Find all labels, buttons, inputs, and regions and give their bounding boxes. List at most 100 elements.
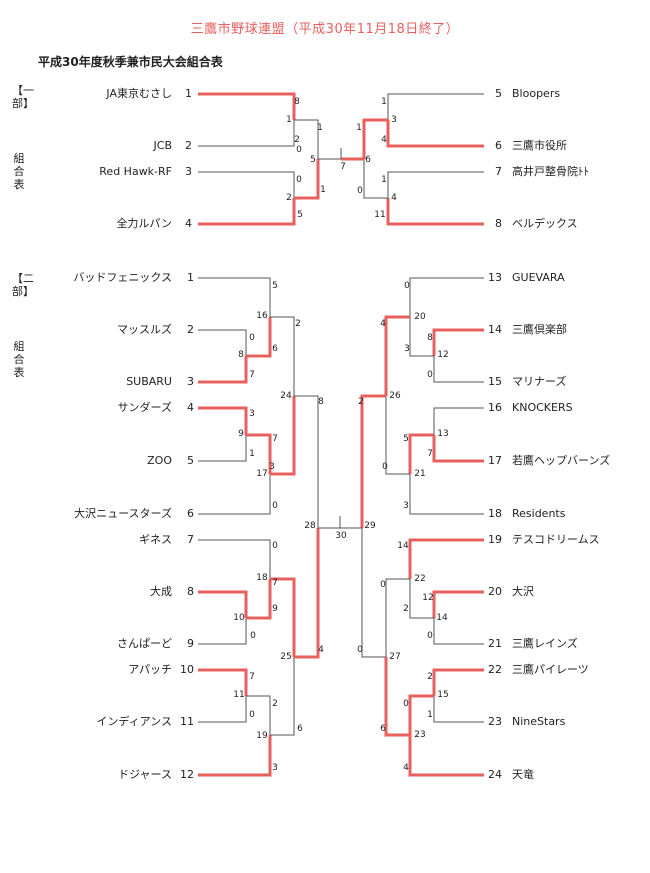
bracket-line [409, 579, 434, 619]
score-label: 1 [381, 97, 387, 107]
score-label: 3 [404, 344, 410, 354]
team-name: マッスルズ [117, 323, 172, 336]
team-name: NineStars [512, 715, 566, 728]
score-label: 22 [414, 574, 425, 584]
bracket-line [387, 171, 484, 198]
score-label: 25 [280, 652, 291, 662]
team-number: 18 [488, 507, 502, 520]
score-label: 3 [272, 763, 278, 773]
score-label: 12 [437, 350, 448, 360]
team-number: 6 [187, 507, 194, 520]
score-label: 26 [389, 391, 401, 401]
team-number: 12 [180, 768, 194, 781]
winner-path [408, 735, 484, 777]
team-number: 7 [495, 165, 502, 178]
score-label: 1 [356, 123, 362, 133]
team-name: ZOO [147, 454, 172, 467]
bracket-line [198, 277, 271, 317]
winner-path [198, 406, 248, 435]
score-label: 8 [238, 350, 244, 360]
bracket-line [270, 657, 295, 736]
team-number: 7 [187, 533, 194, 546]
winner-path [408, 538, 484, 579]
winner-path [246, 579, 272, 620]
winner-path [408, 694, 434, 735]
bracket-line [433, 618, 484, 645]
score-label: 6 [272, 344, 278, 354]
team-name: 三鷹倶楽部 [512, 323, 567, 336]
score-label: 0 [403, 699, 409, 709]
score-label: 0 [357, 186, 363, 196]
score-label: 10 [233, 613, 245, 623]
team-number: 3 [187, 375, 194, 388]
score-label: 20 [414, 312, 426, 322]
team-name: バッドフェニックス [73, 271, 172, 284]
winner-path [432, 590, 484, 618]
bracket-line [198, 171, 295, 198]
page-title: 三鷹市野球連盟（平成30年11月18日終了） [190, 22, 460, 37]
team-name: 高井戸整骨院ﾄﾄ [512, 165, 589, 178]
winner-path [270, 396, 296, 476]
bracket-line [409, 277, 484, 317]
score-label: 1 [381, 175, 387, 185]
team-name: 若鷹ヘップバーンズ [512, 454, 611, 467]
score-label: 5 [272, 281, 278, 291]
score-label: 21 [414, 469, 425, 479]
score-label: 0 [249, 333, 255, 343]
bracket-line [198, 329, 247, 356]
bracket-line [387, 93, 484, 120]
score-label: 2 [294, 135, 300, 145]
winner-path [362, 118, 388, 159]
bracket-line [198, 539, 271, 579]
bracket-line [385, 396, 410, 475]
team-number: 10 [180, 663, 194, 676]
winner-path [198, 92, 296, 120]
score-label: 1 [286, 115, 292, 125]
team-name: 大沢ニュースターズ [74, 507, 172, 520]
team-name: Bloopers [512, 87, 561, 100]
score-label: 2 [358, 397, 364, 407]
bracket-line [433, 356, 484, 383]
score-label: 8 [318, 397, 324, 407]
score-label: 0 [404, 281, 410, 291]
score-label: 7 [272, 578, 278, 588]
score-label: 23 [414, 730, 425, 740]
score-label: 5 [310, 155, 316, 165]
score-label: 3 [391, 115, 397, 125]
score-label: 0 [249, 710, 255, 720]
bracket-line [409, 474, 484, 515]
team-number: 13 [488, 271, 502, 284]
score-label: 8 [294, 97, 300, 107]
score-label: 0 [357, 645, 363, 655]
score-label: 6 [297, 724, 303, 734]
bracket-line [198, 474, 271, 515]
score-label: 2 [427, 672, 433, 682]
team-name: インディアンス [96, 715, 172, 728]
winner-path [384, 315, 410, 396]
winner-path [386, 198, 484, 226]
team-name: マリナーズ [512, 375, 567, 388]
score-label: 2 [272, 699, 278, 709]
team-number: 9 [187, 637, 194, 650]
score-label: 0 [380, 580, 386, 590]
team-number: 16 [488, 401, 502, 414]
winner-path [198, 356, 248, 384]
page-subtitle: 平成30年度秋季兼市民大会組合表 [38, 55, 223, 69]
section-sub-div2: 組合表 [13, 340, 25, 379]
score-label: 0 [250, 631, 256, 641]
score-label: 19 [256, 731, 268, 741]
winner-path [270, 577, 296, 657]
score-label: 17 [256, 469, 267, 479]
winner-path [432, 668, 484, 696]
team-name: サンダーズ [117, 401, 172, 414]
bracket-line [270, 316, 295, 396]
score-label: 1 [249, 449, 255, 459]
bracket-line [246, 695, 271, 735]
score-label: 1 [320, 185, 326, 195]
score-label: 29 [364, 521, 376, 531]
winner-path [198, 590, 248, 618]
winner-path [246, 317, 272, 358]
winner-path [360, 394, 386, 528]
score-label: 1 [317, 123, 323, 133]
winner-path [432, 435, 484, 463]
